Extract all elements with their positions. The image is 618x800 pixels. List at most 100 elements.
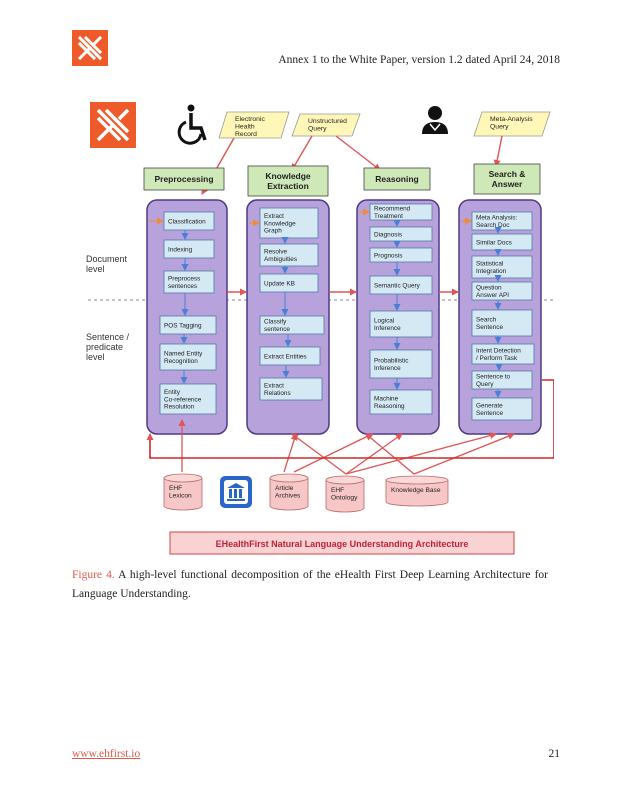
figure-label: Figure 4.: [72, 569, 115, 581]
process-box: [259, 207, 319, 239]
footer-link[interactable]: www.ehfirst.io: [72, 748, 141, 760]
store-arrow: [293, 433, 373, 473]
process-box: [471, 211, 533, 231]
header-title: Annex 1 to the White Paper, version 1.2 …: [278, 54, 560, 66]
store-arrow: [283, 433, 298, 473]
banner-box: [169, 531, 515, 555]
process-box: [369, 247, 433, 263]
process-label: Prognosis: [374, 252, 402, 259]
process-box: [369, 203, 433, 221]
process-box: [159, 383, 217, 415]
store-arrow: [413, 432, 515, 475]
process-box: [369, 389, 433, 415]
process-box: [471, 370, 533, 390]
store-ehf-lexicon: [163, 473, 203, 511]
process-box: [471, 281, 533, 301]
process-box: [259, 377, 323, 401]
column-title: Search &Answer: [489, 169, 526, 189]
store-knowledge-base: [385, 475, 449, 507]
figure-caption: Figure 4. A high-level functional decomp…: [72, 566, 548, 604]
arrow: [291, 135, 313, 171]
input-unstructured-query: [291, 113, 361, 137]
process-label: Semantic Query: [374, 282, 421, 289]
process-label: Meta Analysis:Search Doc: [476, 215, 517, 229]
input-ehr: [218, 111, 290, 139]
column-title-box: [363, 167, 431, 191]
process-box: [471, 233, 533, 251]
store-arrow: [365, 433, 415, 475]
column-title: Reasoning: [375, 174, 418, 184]
process-box: [369, 275, 433, 295]
process-box: [259, 346, 321, 366]
process-box: [163, 239, 215, 259]
archive-building-icon: [220, 476, 252, 508]
process-label: Extract Entities: [264, 353, 307, 360]
process-box: [369, 310, 433, 338]
process-box: [471, 255, 533, 279]
banner-text: EHealthFirst Natural Language Understand…: [216, 539, 469, 549]
process-box: [471, 397, 533, 421]
ehf-large-logo: [90, 102, 136, 148]
arrow: [493, 135, 503, 167]
process-label: Indexing: [168, 246, 193, 253]
process-label: Intent Detection/ Perform Task: [476, 348, 521, 362]
process-label: Similar Docs: [476, 239, 512, 246]
ehf-logo: [72, 30, 108, 66]
store-article-archives: [269, 473, 309, 511]
column-title-box: [143, 167, 225, 191]
process-box: [471, 309, 533, 337]
process-box: [369, 349, 433, 379]
process-label: Diagnosis: [374, 231, 402, 238]
feedback-loop: [146, 379, 554, 459]
process-box: [159, 343, 217, 371]
process-box: [163, 270, 215, 294]
process-label: Update KB: [264, 280, 295, 287]
column-title: Preprocessing: [154, 174, 213, 184]
process-box: [159, 315, 217, 335]
caption-text: A high-level functional decomposition of…: [72, 569, 548, 600]
process-box: [163, 211, 215, 231]
process-label: Classification: [168, 218, 206, 225]
process-box: [369, 226, 433, 242]
store-arrow: [345, 433, 403, 475]
process-box: [259, 243, 319, 267]
process-box: [471, 343, 535, 365]
process-label: POS Tagging: [164, 322, 202, 329]
doctor-icon: [422, 106, 448, 134]
column-title-box: [247, 165, 329, 197]
input-meta-analysis-query: [473, 111, 551, 137]
column-title-box: [473, 163, 541, 195]
page-number: 21: [548, 748, 561, 760]
process-box: [259, 315, 325, 335]
wheelchair-icon: [177, 104, 207, 145]
store-arrow: [345, 432, 497, 475]
process-box: [259, 273, 319, 293]
store-ehf-ontology: [325, 475, 365, 513]
arrow: [335, 135, 381, 171]
